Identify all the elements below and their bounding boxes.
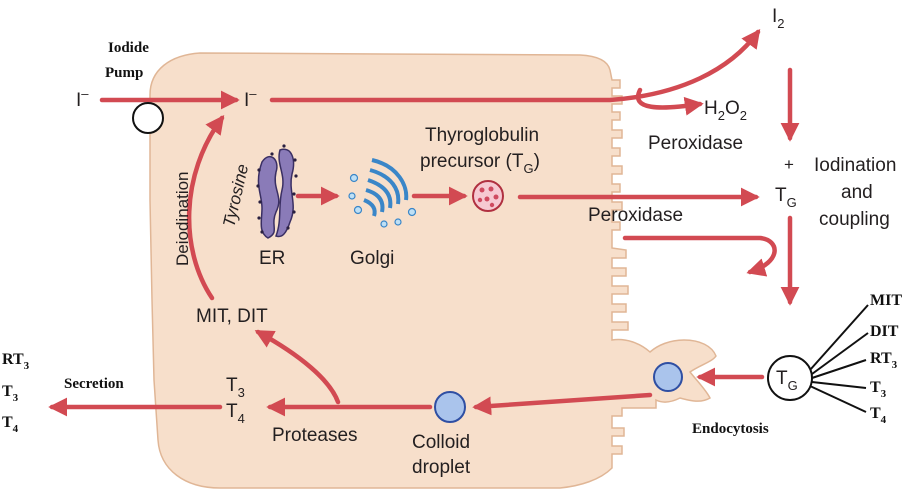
arrow-iodide-to-iodine	[269, 28, 761, 103]
tg-label: TG	[775, 185, 797, 210]
out-right-rt3: RT3	[870, 350, 898, 371]
iodination-label-2: and	[841, 182, 873, 203]
thyroglobulin-label-1: Thyroglobulin	[425, 125, 539, 146]
arrow-deiodination-tyrosine	[186, 114, 225, 301]
er-organelle	[256, 144, 298, 239]
colloid-label-2: droplet	[412, 457, 471, 478]
colloid-label-1: Colloid	[412, 432, 470, 453]
tg-output-lines	[809, 304, 869, 413]
h2o2-label: H2O2	[704, 98, 747, 123]
peroxidase-top-label: Peroxidase	[648, 133, 743, 154]
peroxidase-mid-label: Peroxidase	[588, 205, 683, 226]
iodine-label: I2	[772, 6, 785, 31]
thyroglobulin-label-2: precursor (TG)	[420, 151, 540, 176]
t3-cell-label: T3	[226, 375, 245, 400]
endocytosis-label: Endocytosis	[692, 421, 769, 437]
out-right-t3: T3	[870, 379, 887, 400]
proteases-label: Proteases	[272, 425, 358, 446]
iodination-label-1: Iodination	[814, 155, 896, 176]
follicular-cell	[149, 52, 717, 489]
golgi-label: Golgi	[350, 248, 394, 269]
er-label: ER	[259, 248, 285, 269]
thyroglobulin-vesicle	[472, 180, 504, 212]
secretion-label: Secretion	[64, 376, 124, 392]
t4-cell-label: T4	[226, 401, 245, 426]
out-left-t4: T4	[2, 414, 19, 435]
arrow-peroxidase-release	[622, 235, 777, 277]
out-right-t4: T4	[870, 405, 887, 426]
iodide-pump-label-2: Pump	[105, 65, 143, 81]
iodide-outside-label: I–	[76, 86, 89, 111]
plus-sign: +	[784, 155, 794, 174]
out-left-rt3: RT3	[2, 351, 30, 372]
arrow-h2o2-formation	[635, 87, 704, 116]
golgi-organelle	[348, 158, 417, 228]
out-right-mit: MIT	[870, 292, 902, 309]
iodide-pump-label: Iodide	[108, 40, 149, 56]
iodide-pump-circle	[132, 102, 164, 134]
deiodination-label: Deiodination	[173, 171, 192, 266]
colloid-droplet-endocytosed	[653, 362, 683, 392]
iodide-inside-label: I–	[244, 86, 257, 111]
out-right-dit: DIT	[870, 323, 899, 340]
arrow-proteases-to-mit-dit	[254, 329, 341, 405]
er-ribosome-dots	[256, 144, 298, 234]
out-left-t3: T3	[2, 383, 19, 404]
mit-dit-label: MIT, DIT	[196, 306, 268, 327]
arrow-droplet-in	[472, 392, 653, 416]
tg-circle-label: TG	[776, 368, 798, 393]
colloid-droplet	[434, 391, 466, 423]
iodination-label-3: coupling	[819, 209, 890, 230]
